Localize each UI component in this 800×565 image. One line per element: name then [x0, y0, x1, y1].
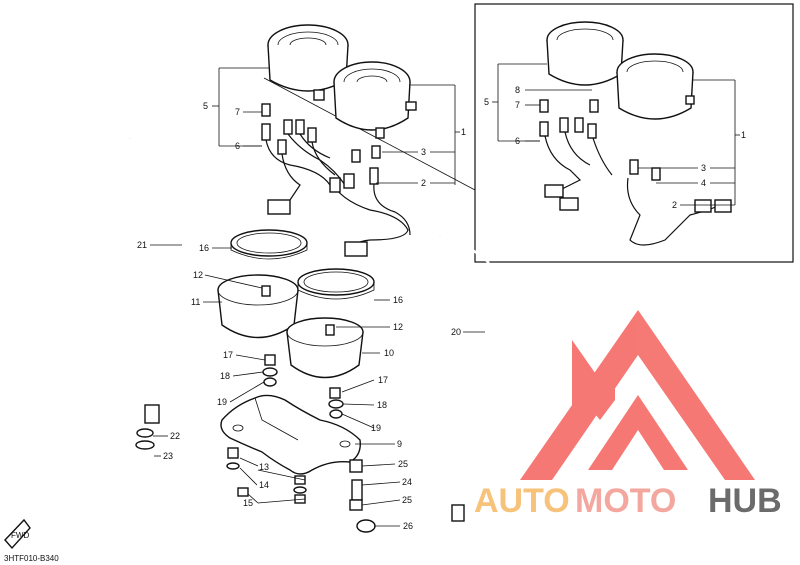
- callout-17-right: 17: [378, 375, 388, 385]
- tachometer-cable: [439, 234, 497, 522]
- callout-14: 14: [259, 480, 269, 490]
- callout-7: 7: [235, 107, 240, 117]
- callout-25-upper: 25: [398, 459, 408, 469]
- inset-callout-6: 6: [515, 136, 520, 146]
- forward-arrow-icon: FWD: [4, 518, 31, 550]
- inset-frame: [474, 3, 794, 263]
- callout-16-upper: 16: [199, 243, 209, 253]
- inset-callout-2: 2: [672, 200, 677, 210]
- callout-15: 15: [243, 498, 253, 508]
- callout-12-left: 12: [193, 270, 203, 280]
- watermark-text-hub: HUB: [708, 482, 782, 520]
- inset-harness: [539, 99, 732, 246]
- inset-callout-3: 3: [701, 163, 706, 173]
- grommet-stack-right: [328, 387, 344, 419]
- callout-17-left: 17: [223, 350, 233, 360]
- inset-callout-8: 8: [515, 85, 520, 95]
- inset-speedometer: [546, 21, 624, 86]
- grommet-stack-left: [262, 354, 278, 387]
- callout-20: 20: [451, 327, 461, 337]
- meter-case-left: [217, 274, 299, 339]
- inset-leader-line: [263, 77, 476, 191]
- bulb-sockets: [261, 103, 381, 185]
- watermark-text-auto: AUTO: [474, 482, 570, 520]
- diagram-code: 3HTF010-B340: [4, 554, 59, 563]
- callout-19-right: 19: [371, 423, 381, 433]
- callout-5: 5: [203, 101, 208, 111]
- watermark-text-moto: MOTO: [575, 482, 676, 520]
- inset-callout-7: 7: [515, 100, 520, 110]
- callout-labels: 5 7 6 3 2 1 21 16 12 11 16 12 10 17 18 1…: [137, 85, 746, 531]
- bracket-fasteners: [226, 447, 307, 504]
- fwd-label: FWD: [11, 531, 29, 540]
- callout-18-right: 18: [377, 400, 387, 410]
- callout-2: 2: [421, 178, 426, 188]
- watermark-text: AUTO MOTO HUB: [474, 482, 782, 520]
- callout-9: 9: [397, 439, 402, 449]
- callout-18-left: 18: [220, 371, 230, 381]
- wire-harness: [265, 133, 411, 257]
- callout-leaders: [150, 63, 740, 527]
- callout-26: 26: [403, 521, 413, 531]
- callout-12-right: 12: [393, 322, 403, 332]
- callout-19-left: 19: [217, 397, 227, 407]
- inset-callout-4: 4: [701, 178, 706, 188]
- callout-24: 24: [402, 477, 412, 487]
- callout-6: 6: [235, 141, 240, 151]
- callout-16-lower: 16: [393, 295, 403, 305]
- callout-25-lower: 25: [402, 495, 412, 505]
- callout-1: 1: [461, 127, 466, 137]
- callout-21: 21: [137, 240, 147, 250]
- callout-3: 3: [421, 147, 426, 157]
- damper-parts: [349, 459, 376, 533]
- callout-23: 23: [163, 451, 173, 461]
- gasket-ring-lower: [297, 268, 375, 300]
- tachometer-assembly: [333, 61, 417, 139]
- inset-callout-5: 5: [484, 97, 489, 107]
- gasket-ring-upper: [230, 229, 308, 260]
- watermark-logo: [520, 310, 755, 480]
- inset-tachometer: [616, 53, 695, 120]
- callout-11: 11: [191, 297, 200, 307]
- inset-callout-1: 1: [741, 130, 746, 140]
- callout-13: 13: [259, 462, 269, 472]
- speedometer-cable: [129, 136, 185, 450]
- callout-10: 10: [384, 348, 394, 358]
- callout-22: 22: [170, 431, 180, 441]
- meter-case-right: [286, 317, 364, 379]
